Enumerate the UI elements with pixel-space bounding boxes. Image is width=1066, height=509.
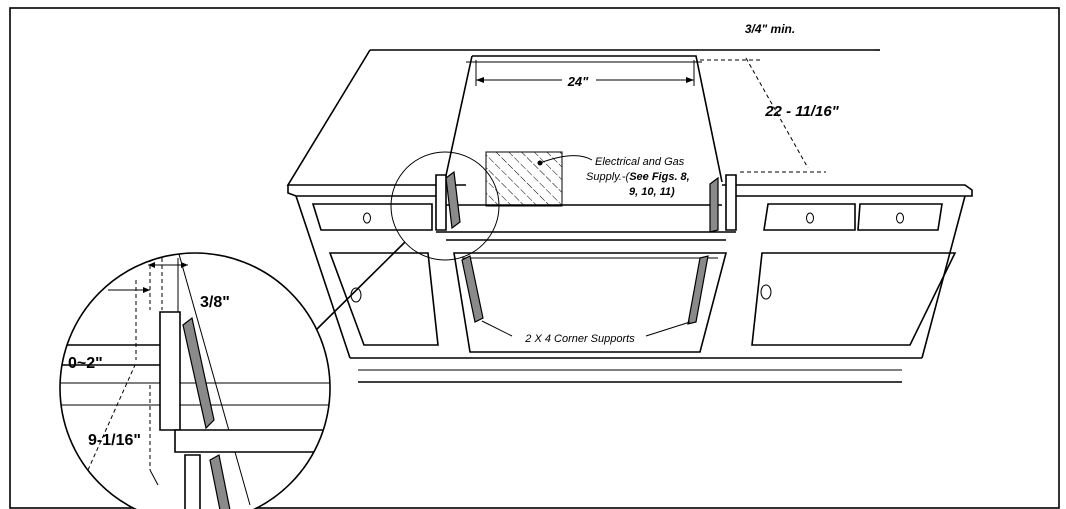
- corner-supports-label: 2 X 4 Corner Supports: [524, 333, 635, 345]
- left-drawer: [311, 203, 433, 231]
- supply-label-line1: Electrical and Gas: [595, 156, 685, 168]
- corner-supports-leader: [481, 320, 691, 337]
- upper-corner-posts: [435, 170, 737, 233]
- left-drawer-knob: [363, 212, 371, 224]
- min-clearance-label: 3/4" min.: [745, 22, 795, 36]
- width-dimension: [475, 60, 695, 88]
- right-door-knob: [760, 284, 772, 300]
- depth-dimension: [700, 57, 826, 173]
- supply-label-line2: Supply.-(See Figs. 8,: [586, 171, 690, 183]
- width-label: 24": [567, 74, 589, 89]
- supply-label-line3: 9, 10, 11): [629, 186, 675, 198]
- cabinet: [295, 195, 966, 359]
- magnified-detail: [59, 252, 331, 509]
- countertop: [286, 49, 973, 197]
- detail-offset-label: 0~2": [68, 355, 103, 372]
- lower-opening: [453, 252, 728, 353]
- right-drawer-2: [857, 203, 943, 231]
- depth-label: 22 - 11/16": [764, 103, 839, 120]
- right-drawer-1-knob: [806, 212, 814, 224]
- left-door: [328, 252, 439, 346]
- supply-area-hatch: [485, 151, 563, 207]
- right-drawer-1: [763, 203, 856, 231]
- right-door: [751, 252, 957, 346]
- supply-leader: [537, 155, 593, 166]
- right-drawer-2-knob: [896, 212, 904, 224]
- detail-side-label: 3/8": [200, 294, 230, 311]
- detail-height-label: 9-1/16": [88, 432, 141, 449]
- magnifier-source-circle: [390, 151, 500, 261]
- figure-frame: [9, 7, 1060, 509]
- magnifier-leader: [315, 241, 406, 331]
